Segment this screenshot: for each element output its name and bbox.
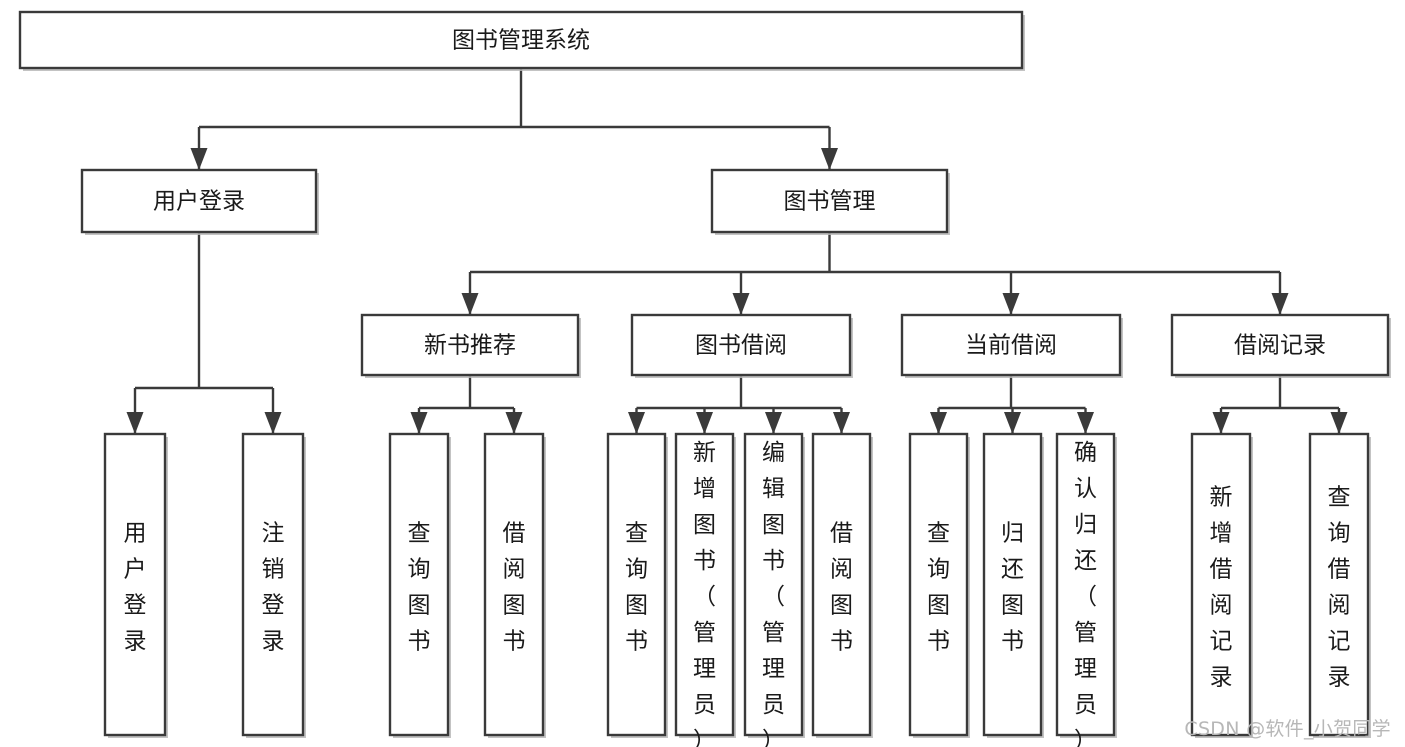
node-rect <box>710 168 949 234</box>
node-new-book-recommend[interactable]: 新书推荐 <box>360 313 581 378</box>
arrow-head-icon <box>1077 412 1094 434</box>
node-query-borrow-record[interactable]: 查询借阅记录 <box>1308 432 1371 738</box>
node-root[interactable]: 图书管理系统 <box>18 10 1025 71</box>
node-return-book[interactable]: 归还图书 <box>982 432 1044 738</box>
node-label: 编辑图书（管理员） <box>762 440 785 747</box>
node-rect <box>674 432 735 737</box>
node-label: 当前借阅 <box>965 333 1057 359</box>
node-label: 图书借阅 <box>695 333 787 359</box>
node-label: 确认归还（管理员） <box>1074 440 1097 747</box>
node-user-login[interactable]: 用户登录 <box>80 168 319 235</box>
node-layer: 图书管理系统用户登录用户登录注销登录图书管理新书推荐查询图书借阅图书图书借阅查询… <box>18 10 1391 747</box>
node-rect <box>1055 432 1116 737</box>
arrow-head-icon <box>190 148 208 170</box>
node-label: 借阅记录 <box>1234 333 1326 359</box>
arrow-head-icon <box>821 148 838 170</box>
node-rect <box>908 432 969 737</box>
node-rect <box>982 432 1043 737</box>
node-edit-book-admin[interactable]: 编辑图书（管理员） <box>743 432 805 747</box>
node-borrow-book-1[interactable]: 借阅图书 <box>483 432 546 738</box>
node-label: 新增图书（管理员） <box>693 440 716 747</box>
node-label: 新增借阅记录 <box>1210 485 1233 691</box>
node-user-logout[interactable]: 注销登录 <box>241 432 306 738</box>
node-label: 查询图书 <box>927 521 950 655</box>
node-label: 用户登录 <box>153 189 245 215</box>
arrow-head-icon <box>1002 293 1020 315</box>
node-current-borrow[interactable]: 当前借阅 <box>900 313 1123 378</box>
arrow-head-icon <box>628 412 645 434</box>
node-borrow-book-2[interactable]: 借阅图书 <box>811 432 873 738</box>
node-query-book-2[interactable]: 查询图书 <box>606 432 668 738</box>
node-book-borrow[interactable]: 图书借阅 <box>630 313 853 378</box>
node-rect <box>1170 313 1390 377</box>
node-rect <box>1190 432 1252 737</box>
node-rect <box>606 432 667 737</box>
node-rect <box>900 313 1122 377</box>
arrow-head-icon <box>1330 412 1348 434</box>
node-rect <box>630 313 852 377</box>
node-borrow-records[interactable]: 借阅记录 <box>1170 313 1391 378</box>
arrow-head-icon <box>1271 293 1289 315</box>
node-rect <box>483 432 545 737</box>
node-rect <box>743 432 804 737</box>
node-user-login-do[interactable]: 用户登录 <box>103 432 168 738</box>
arrow-head-icon <box>461 293 479 315</box>
node-book-management[interactable]: 图书管理 <box>710 168 950 235</box>
node-rect <box>80 168 318 234</box>
arrow-head-icon <box>696 412 713 434</box>
arrow-head-icon <box>126 412 144 434</box>
arrow-head-icon <box>1004 412 1021 434</box>
connector-layer <box>126 68 1348 434</box>
node-label: 用户登录 <box>124 521 147 655</box>
node-rect <box>103 432 167 737</box>
node-label: 借阅图书 <box>503 521 526 655</box>
arrow-head-icon <box>410 412 428 434</box>
node-label: 注销登录 <box>262 521 285 655</box>
node-label: 查询图书 <box>625 521 648 655</box>
node-label: 查询借阅记录 <box>1328 485 1351 691</box>
node-rect <box>18 10 1024 70</box>
arrow-head-icon <box>765 412 782 434</box>
node-query-book-3[interactable]: 查询图书 <box>908 432 970 738</box>
node-label: 查询图书 <box>408 521 431 655</box>
node-label: 新书推荐 <box>424 333 516 359</box>
node-rect <box>241 432 305 737</box>
arrow-head-icon <box>1212 412 1230 434</box>
node-query-book-1[interactable]: 查询图书 <box>388 432 451 738</box>
node-label: 归还图书 <box>1001 521 1024 655</box>
arrow-head-icon <box>930 412 947 434</box>
node-label: 图书管理 <box>784 189 876 215</box>
arrow-head-icon <box>732 293 750 315</box>
arrow-head-icon <box>264 412 282 434</box>
node-rect <box>1308 432 1370 737</box>
node-confirm-return-admin[interactable]: 确认归还（管理员） <box>1055 432 1117 747</box>
node-rect <box>360 313 580 377</box>
arrow-head-icon <box>505 412 523 434</box>
node-label: 图书管理系统 <box>452 28 590 54</box>
node-label: 借阅图书 <box>830 521 853 655</box>
node-add-borrow-record[interactable]: 新增借阅记录 <box>1190 432 1253 738</box>
node-add-book-admin[interactable]: 新增图书（管理员） <box>674 432 736 747</box>
node-rect <box>388 432 450 737</box>
node-rect <box>811 432 872 737</box>
arrow-head-icon <box>833 412 850 434</box>
